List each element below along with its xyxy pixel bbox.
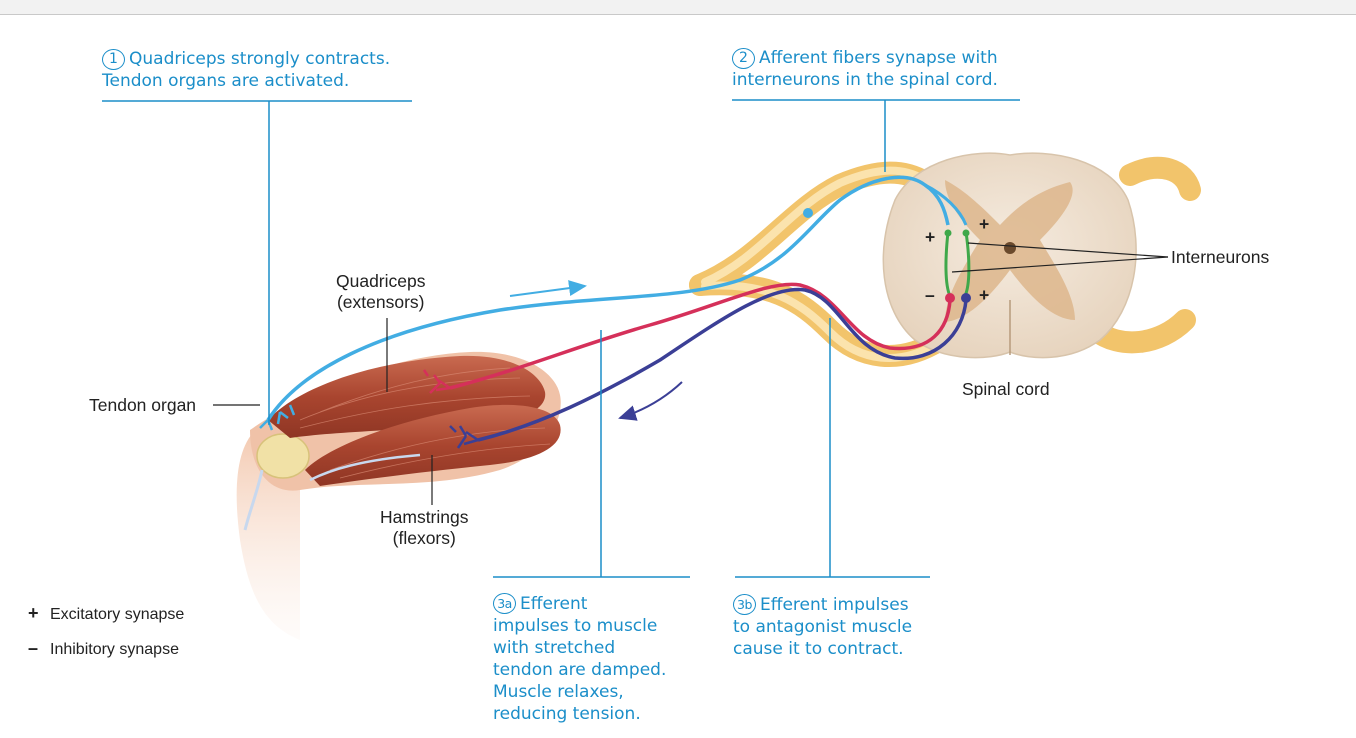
legend-excitatory: + Excitatory synapse	[28, 603, 184, 624]
motor-end-red	[422, 369, 451, 394]
step-3a-line-4: tendon are damped.	[493, 660, 667, 680]
step-3a-line-3: with stretched	[493, 638, 616, 658]
afferent-ganglion	[803, 208, 813, 218]
quadriceps-label: Quadriceps (extensors)	[336, 271, 426, 313]
motor-end-navy	[449, 425, 479, 449]
legend-symbol-minus: –	[28, 638, 39, 658]
efferent-fiber-quadriceps	[449, 282, 952, 390]
kneecap	[256, 433, 310, 479]
spinal-cord-label: Spinal cord	[962, 379, 1050, 399]
step-3b-text: Efferent impulses	[760, 595, 909, 615]
step-2-text: Afferent fibers synapse with	[759, 48, 998, 68]
step-3a-line-2: impulses to muscle	[493, 616, 658, 636]
legend-text-excitatory: Excitatory synapse	[50, 606, 185, 623]
synapse-sign-plus: +	[979, 214, 990, 234]
legend-inhibitory: –Inhibitory synapse	[28, 638, 179, 659]
hamstrings-label: Hamstrings (flexors)	[380, 507, 469, 549]
legend-text-inhibitory: Inhibitory synapse	[50, 641, 179, 658]
synapse-sign-minus: –	[925, 285, 935, 305]
step-3a-text: Efferent	[520, 594, 588, 614]
tendon-highlight	[243, 469, 264, 531]
tendon-highlight	[309, 453, 421, 482]
quadriceps-label-name: Quadriceps	[336, 271, 426, 291]
synapse-sign-plus: +	[979, 285, 990, 305]
interneuron-cell	[962, 229, 970, 237]
tendon-organ-label: Tendon organ	[89, 395, 197, 415]
motor-neuron-red	[945, 293, 955, 303]
afferent-arrow	[509, 280, 587, 297]
top-bar	[0, 0, 1356, 15]
afferent-fiber	[266, 175, 950, 421]
step-3a-line-6: reducing tension.	[493, 704, 641, 724]
afferent-branch	[924, 183, 968, 226]
step-1-number: 1	[102, 49, 125, 70]
interneurons-label: Interneurons	[1171, 247, 1270, 267]
step-2-number: 2	[732, 48, 755, 69]
step-3b-line-2: to antagonist muscle	[733, 617, 913, 637]
step-2-line-2: interneurons in the spinal cord.	[732, 70, 998, 90]
hamstrings-muscle	[305, 404, 561, 486]
hamstrings-label-type: (flexors)	[392, 528, 456, 548]
quadriceps-striations	[299, 367, 531, 429]
motor-neuron-navy	[961, 293, 971, 303]
interneuron-cell	[944, 229, 952, 237]
hamstrings-label-name: Hamstrings	[380, 507, 469, 527]
callout-lines	[102, 99, 1020, 578]
step-1-text: Quadriceps strongly contracts.	[129, 49, 391, 69]
step-3b-number: 3b	[733, 594, 756, 615]
legend-symbol-plus: +	[28, 603, 39, 623]
quadriceps-label-type: (extensors)	[336, 292, 425, 312]
central-canal	[1004, 242, 1016, 254]
efferent-fiber-hamstrings	[477, 287, 968, 442]
step-3a-line-5: Muscle relaxes,	[493, 682, 624, 702]
efferent-arrow	[618, 381, 683, 421]
tendon-organ-endings	[259, 404, 296, 431]
step-3b-line-3: cause it to contract.	[733, 639, 904, 659]
step-3a-number: 3a	[493, 593, 516, 614]
synapse-sign-plus: +	[925, 227, 936, 247]
label-lines	[213, 242, 1169, 505]
step-1-line-2: Tendon organs are activated.	[102, 71, 350, 91]
